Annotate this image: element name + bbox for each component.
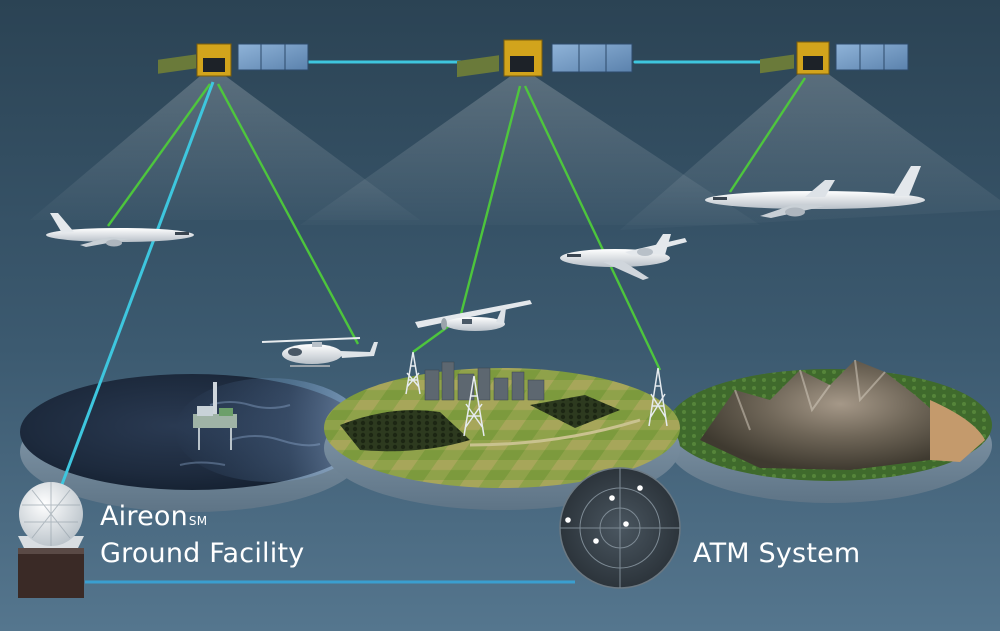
oil-platform [193,382,237,450]
airliner-left [46,213,194,247]
helicopter-icon [261,337,378,367]
ground-facility-suffix: Ground Facility [100,538,305,569]
satellite-3 [760,41,909,75]
small-plane [415,300,532,331]
service-mark: SM [188,514,208,528]
radio-tower-icon [405,351,421,395]
satellite-icon [158,43,309,77]
business-jet [560,234,687,280]
airliner-icon [46,213,194,247]
atm-radar [559,467,681,589]
satellite-2 [457,39,633,78]
airliner-right [705,166,925,218]
atm-system-label: ATM System [693,538,861,569]
business-jet-icon [560,234,687,280]
satellite-icon [457,39,633,78]
airliner-icon [705,166,925,218]
city [424,361,545,401]
radar-scope-icon [559,467,681,589]
radio-towers [405,351,668,437]
satellite-downlink [56,81,215,496]
ground-facility-label: AireonSM [100,500,207,534]
radome-icon [18,482,84,598]
terrain-discs [20,359,992,512]
radio-tower-icon [648,367,668,427]
satellite-icon [760,41,909,75]
satellite-1 [158,43,309,77]
aireon-name: Aireon [100,501,188,532]
small-plane-icon [415,300,532,331]
ground-facility [18,482,84,598]
radio-tower-icon [463,375,485,437]
adsb-links [107,77,807,371]
ocean-disc [20,374,365,512]
helicopter [261,337,378,367]
mountain-disc [668,359,992,503]
oil-platform-icon [193,382,237,450]
